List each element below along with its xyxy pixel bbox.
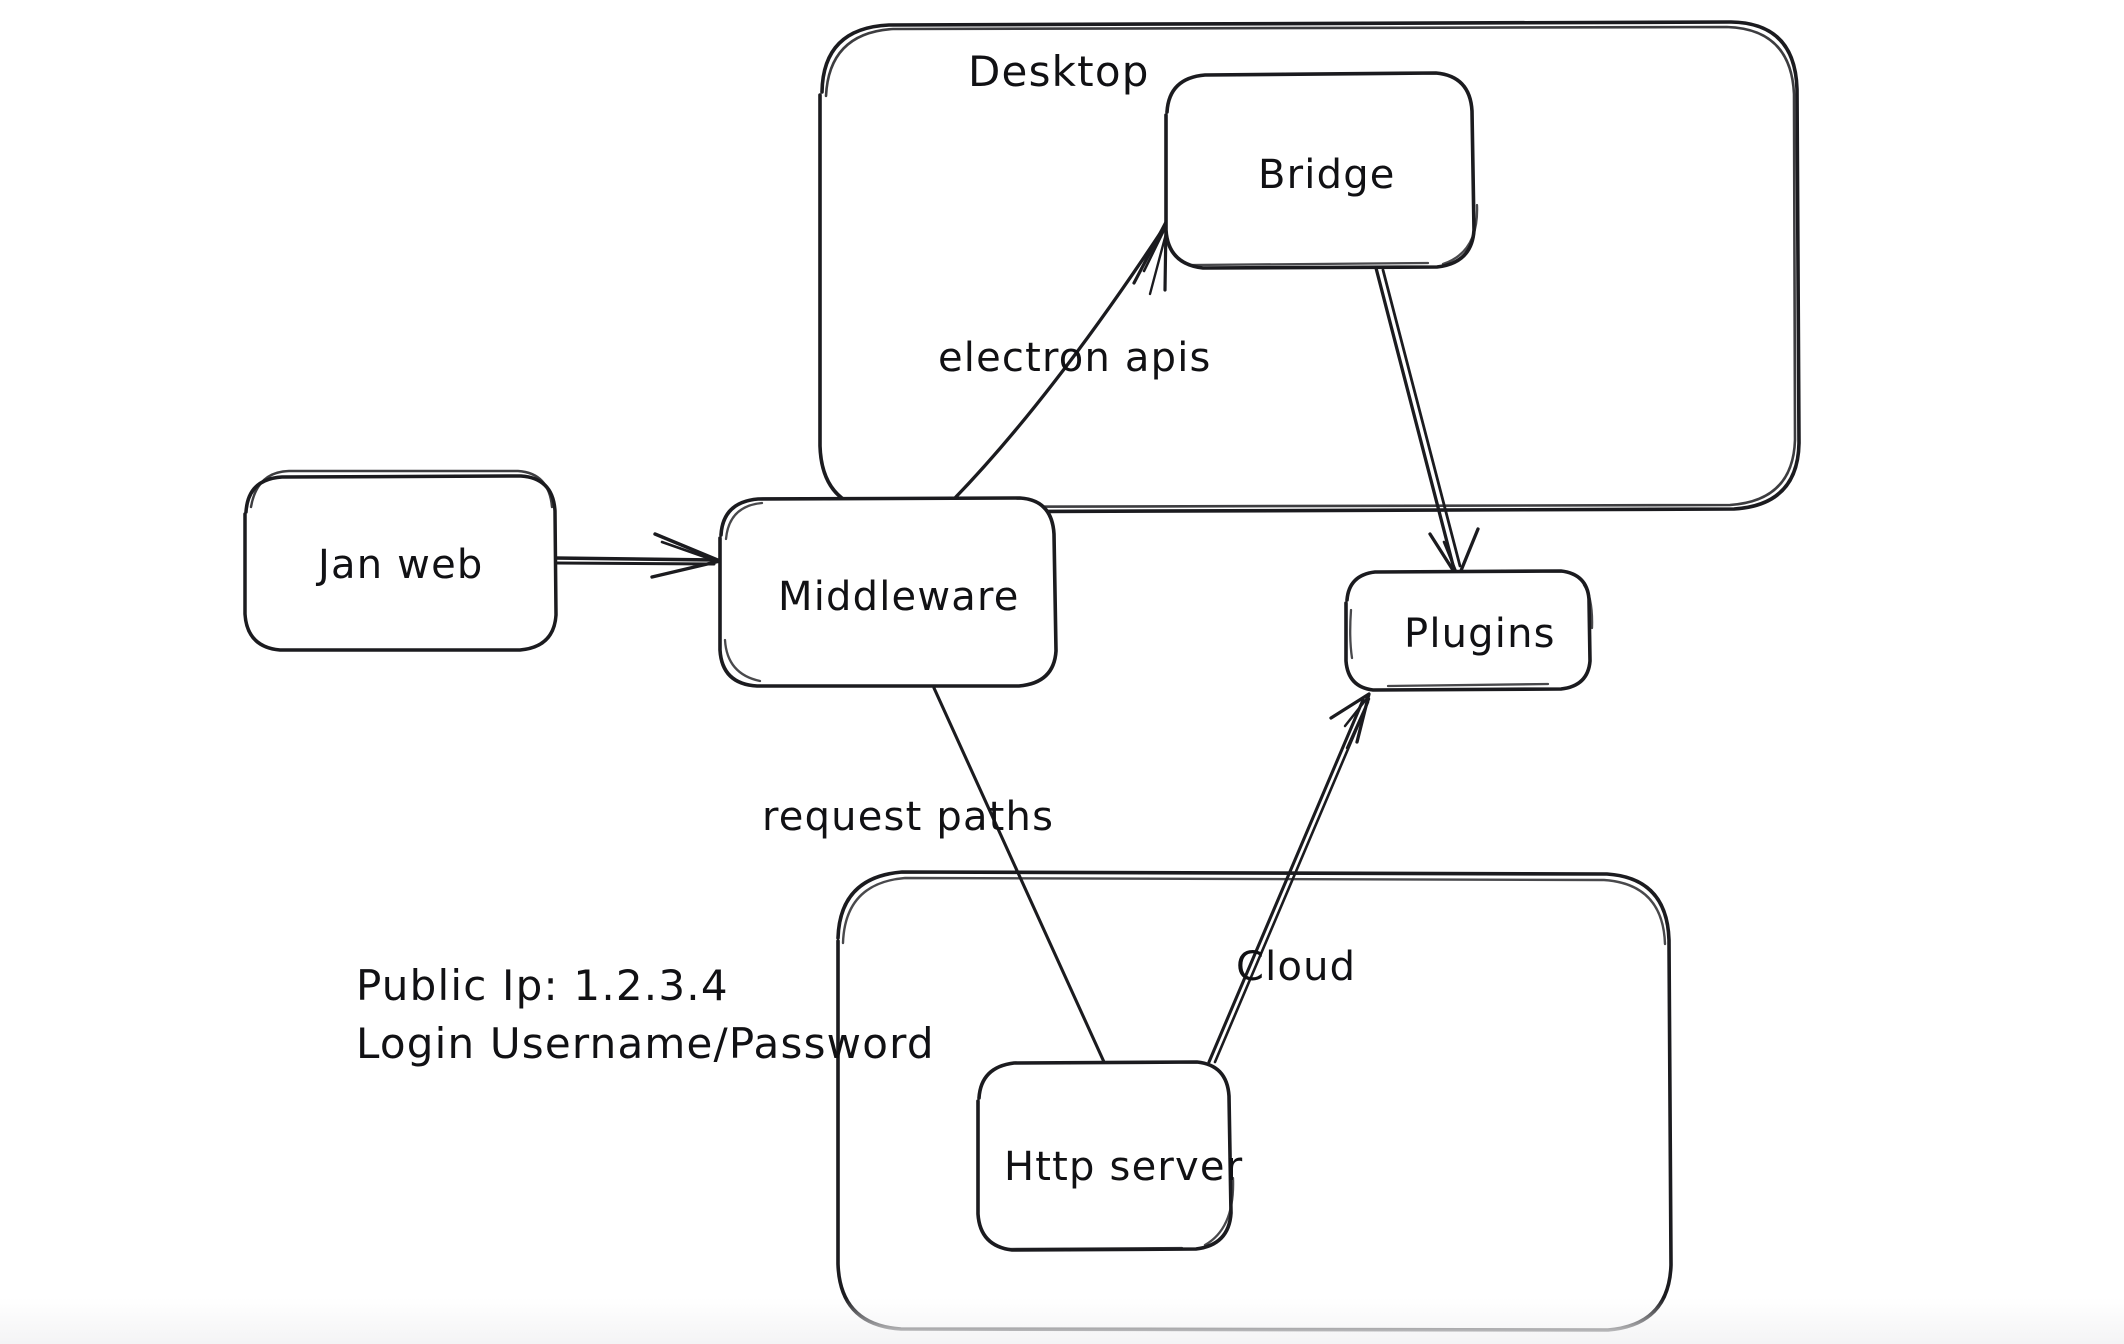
group-label-desktop: Desktop xyxy=(968,47,1150,96)
node-http-server[interactable]: Http server xyxy=(976,1060,1243,1252)
node-label-http-server: Http server xyxy=(1004,1144,1243,1190)
group-container-cloud[interactable] xyxy=(836,870,1673,1332)
node-bridge[interactable]: Bridge xyxy=(1164,71,1479,270)
edge-label-request-paths-group: request paths xyxy=(762,794,1054,840)
edge-middleware-to-http-server[interactable] xyxy=(932,686,1106,1064)
edge-label-electron-apis: electron apis xyxy=(938,335,1212,381)
notes-block: Public Ip: 1.2.3.4 Login Username/Passwo… xyxy=(356,961,935,1068)
node-label-bridge: Bridge xyxy=(1258,152,1396,198)
note-login-credentials: Login Username/Password xyxy=(356,1019,935,1068)
edge-label-cloud: Cloud xyxy=(1236,944,1356,990)
edge-label-request-paths: request paths xyxy=(762,794,1054,840)
edge-middleware-to-bridge[interactable]: electron apis xyxy=(938,220,1212,502)
edge-jan-web-to-middleware[interactable] xyxy=(552,532,722,579)
node-label-jan-web: Jan web xyxy=(315,542,484,588)
edge-http-server-to-plugins[interactable]: Cloud xyxy=(1207,692,1371,1064)
node-middleware[interactable]: Middleware xyxy=(718,496,1058,688)
node-label-plugins: Plugins xyxy=(1404,611,1556,657)
node-plugins[interactable]: Plugins xyxy=(1344,569,1594,692)
note-public-ip: Public Ip: 1.2.3.4 xyxy=(356,961,729,1010)
node-jan-web[interactable]: Jan web xyxy=(243,469,558,652)
node-label-middleware: Middleware xyxy=(778,574,1020,620)
